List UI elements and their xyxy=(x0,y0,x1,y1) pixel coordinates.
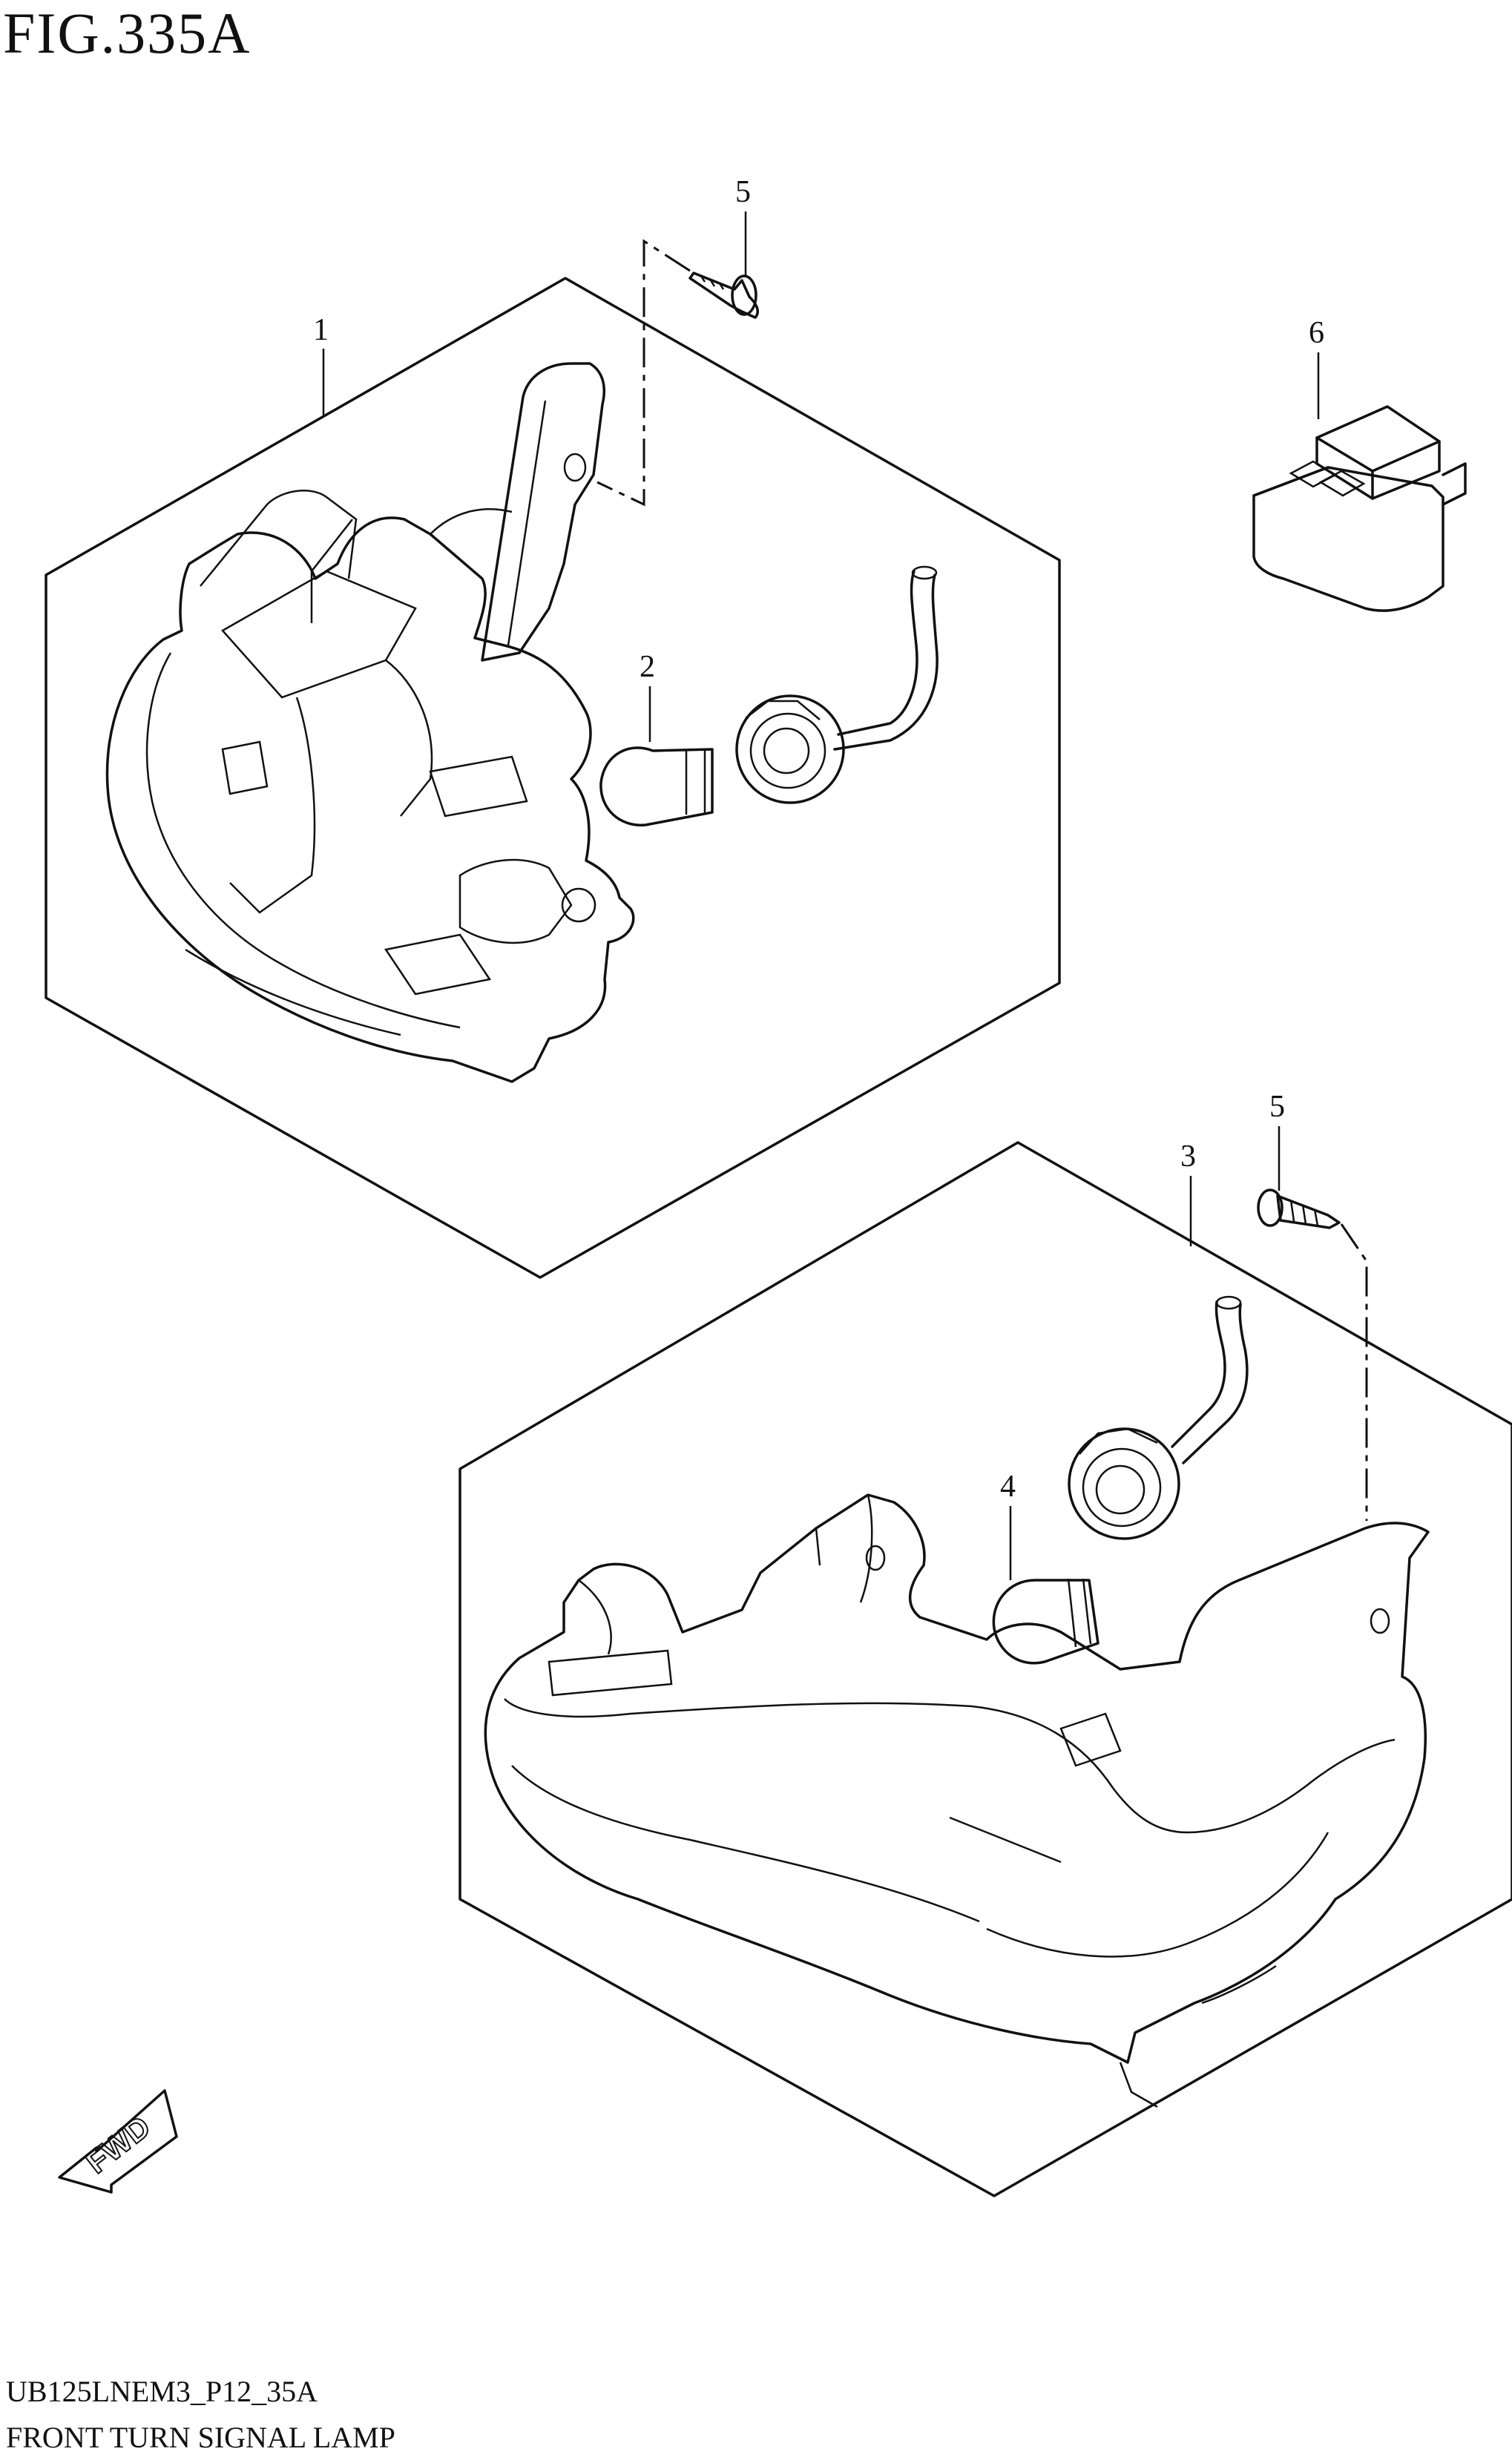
callout-leaders xyxy=(322,211,1320,1580)
relay-6[interactable] xyxy=(1252,405,1467,612)
callout-2: 2 xyxy=(640,650,655,684)
bulb-4[interactable] xyxy=(992,1578,1100,1665)
callout-4: 4 xyxy=(1000,1470,1016,1504)
socket-harness-1[interactable] xyxy=(735,565,939,804)
bulb-2[interactable] xyxy=(599,746,714,826)
screw-5a-leader xyxy=(596,239,691,507)
callout-5a: 5 xyxy=(735,175,751,209)
screw-5b[interactable] xyxy=(1257,1188,1341,1229)
fwd-arrow-icon: FWD xyxy=(58,2089,178,2194)
figure-title: FIG.335A xyxy=(3,1,252,65)
lamp-housing-1[interactable] xyxy=(105,490,635,1083)
mounting-bracket-1[interactable] xyxy=(430,362,605,662)
assembly-1-frame xyxy=(45,277,1061,1279)
drawing-code: UB125LNEM3_P12_35A xyxy=(6,2375,318,2408)
fwd-label: FWD xyxy=(79,2109,157,2180)
callout-3: 3 xyxy=(1180,1140,1196,1174)
screw-5b-leader xyxy=(1340,1223,1368,1521)
callout-1: 1 xyxy=(313,313,329,347)
socket-harness-3[interactable] xyxy=(1068,1295,1249,1540)
callout-5b: 5 xyxy=(1269,1090,1285,1124)
lamp-housing-3[interactable] xyxy=(484,1493,1430,2108)
screw-5a[interactable] xyxy=(688,272,759,319)
figure-name: FRONT TURN SIGNAL LAMP xyxy=(6,2421,395,2454)
callout-6: 6 xyxy=(1309,316,1324,350)
assembly-3-frame xyxy=(458,1141,1512,2197)
